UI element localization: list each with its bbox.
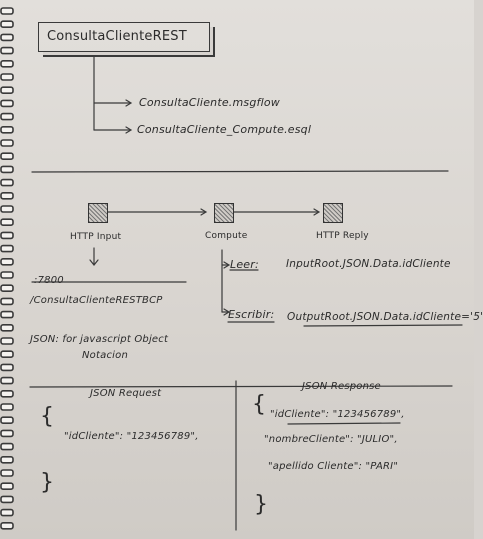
json-response-line3: "apellido Cliente": "PARI"	[268, 461, 399, 472]
spiral-ring	[0, 508, 14, 517]
spiral-ring	[0, 495, 14, 504]
compute-label: Compute	[205, 231, 248, 241]
spiral-binding	[0, 7, 14, 530]
spiral-ring	[0, 297, 14, 306]
spiral-ring	[0, 376, 14, 385]
spiral-ring	[0, 218, 14, 226]
port-text: :7800	[34, 275, 64, 286]
spiral-ring	[0, 46, 14, 55]
spiral-ring	[0, 99, 14, 108]
leer-label: Leer:	[230, 258, 259, 271]
spiral-ring	[0, 231, 14, 240]
compute-arrow-leer-head	[223, 261, 231, 269]
spiral-ring	[0, 139, 14, 147]
spiral-ring	[0, 389, 14, 398]
escribir-label: Escribir:	[228, 308, 275, 321]
flow-arrow-1	[200, 208, 208, 216]
escribir-value: OutputRoot.JSON.Data.idCliente='5'	[287, 311, 483, 323]
input-down-arrow-head	[89, 259, 99, 266]
http-input-label: HTTP Input	[70, 232, 122, 242]
spiral-ring	[0, 469, 14, 477]
response-line1-underline	[287, 422, 401, 425]
spiral-ring	[0, 403, 14, 411]
json-request-open-brace: {	[40, 404, 55, 429]
flow-arrow-2	[313, 208, 321, 216]
spiral-ring	[0, 521, 14, 530]
spiral-ring	[0, 112, 14, 121]
spiral-ring	[0, 271, 14, 279]
json-response-open-brace: {	[252, 392, 267, 417]
spiral-ring	[0, 86, 14, 94]
json-request-line1: "idCliente": "123456789",	[64, 431, 199, 442]
separator-top	[31, 170, 449, 173]
json-request-header: JSON Request	[90, 388, 162, 399]
http-reply-label: HTTP Reply	[316, 231, 369, 241]
spiral-ring	[0, 310, 14, 319]
project-title: ConsultaClienteREST	[47, 29, 187, 44]
escribir-value-underline	[303, 324, 463, 327]
spiral-ring	[0, 152, 14, 160]
http-reply-node	[323, 203, 343, 223]
spiral-ring	[0, 323, 14, 332]
spiral-ring	[0, 192, 14, 200]
http-input-node	[88, 203, 108, 223]
spiral-ring	[0, 165, 14, 174]
json-response-close-brace: }	[254, 492, 269, 517]
file-msgflow: ConsultaCliente.msgflow	[139, 96, 280, 109]
path-text: /ConsultaClienteRESTBCP	[30, 295, 163, 306]
spiral-ring	[0, 33, 14, 42]
spiral-ring	[0, 257, 14, 266]
tree-arrow-1	[125, 99, 133, 107]
leer-value: InputRoot.JSON.Data.idCliente	[286, 258, 451, 270]
spiral-ring	[0, 20, 14, 29]
json-response-line2: "nombreCliente": "JULIO",	[264, 434, 398, 445]
spiral-ring	[0, 429, 14, 438]
spiral-ring	[0, 126, 14, 134]
json-response-header: JSON Response	[302, 381, 381, 392]
spiral-ring	[0, 482, 14, 491]
spiral-ring	[0, 350, 14, 359]
json-request-close-brace: }	[40, 470, 55, 495]
compute-node	[214, 203, 234, 223]
compute-arrow-escribir-head	[223, 308, 231, 316]
tree-arrow-2	[125, 126, 133, 134]
separator-bottom	[29, 385, 453, 388]
json-def-line2: Notacion	[82, 350, 128, 361]
spiral-ring	[0, 244, 14, 253]
project-title-box: ConsultaClienteREST	[38, 22, 210, 52]
json-response-line1: "idCliente": "123456789",	[270, 409, 405, 420]
spiral-ring	[0, 205, 14, 213]
spiral-ring	[0, 284, 14, 293]
json-def-line1: JSON: for javascript Object	[30, 334, 169, 345]
file-esql: ConsultaCliente_Compute.esql	[137, 123, 312, 136]
spiral-ring	[0, 337, 14, 345]
spiral-ring	[0, 442, 14, 451]
spiral-ring	[0, 178, 14, 187]
spiral-ring	[0, 455, 14, 464]
spiral-ring	[0, 416, 14, 425]
spiral-ring	[0, 7, 14, 15]
spiral-ring	[0, 73, 14, 81]
spiral-ring	[0, 59, 14, 68]
spiral-ring	[0, 363, 14, 372]
